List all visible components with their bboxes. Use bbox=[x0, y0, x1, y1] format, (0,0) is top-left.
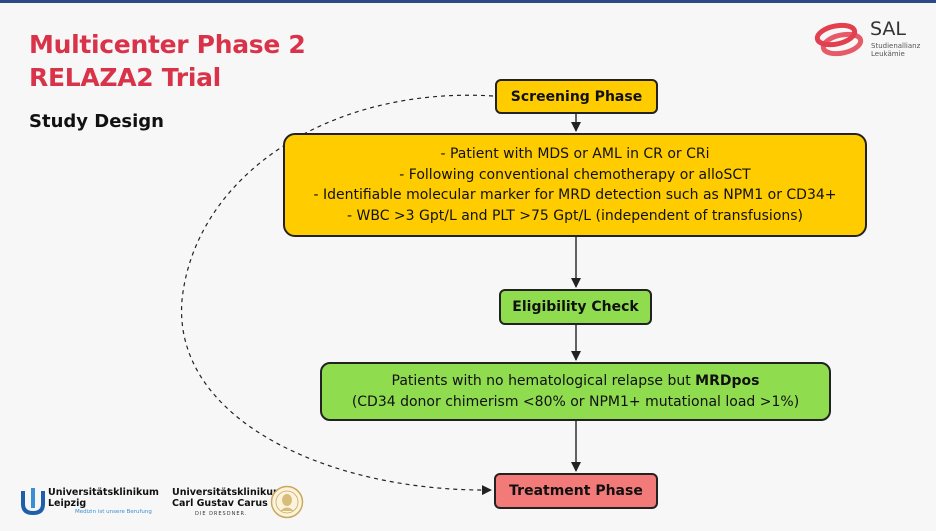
sal-wordmark: SAL bbox=[870, 18, 906, 40]
patients-criteria-box: Patients with no hematological relapse b… bbox=[320, 362, 831, 421]
sal-subtext: Studienallianz Leukämie bbox=[871, 42, 920, 58]
sal-sub-line-1: Studienallianz bbox=[871, 42, 921, 50]
treatment-phase-box: Treatment Phase bbox=[494, 473, 658, 509]
dresden-seal-icon bbox=[270, 485, 304, 519]
criteria-item: - WBC >3 Gpt/L and PLT >75 Gpt/L (indepe… bbox=[346, 207, 804, 224]
sal-logo: SAL Studienallianz Leukämie bbox=[812, 18, 927, 62]
criteria-item: - Patient with MDS or AML in CR or CRi bbox=[440, 146, 710, 162]
eligibility-check-box: Eligibility Check bbox=[499, 289, 652, 325]
leipzig-line-2: Leipzig bbox=[48, 498, 87, 509]
eligibility-check-label: Eligibility Check bbox=[512, 299, 639, 315]
title-line-1: Multicenter Phase 2 bbox=[29, 30, 306, 59]
inclusion-criteria-box: - Patient with MDS or AML in CR or CRi -… bbox=[283, 133, 867, 237]
section-subtitle: Study Design bbox=[29, 111, 164, 132]
patients-text: Patients with no hematological relapse b… bbox=[391, 372, 696, 389]
leipzig-logo: Universitätsklinikum Leipzig Medizin ist… bbox=[20, 484, 159, 520]
leipzig-line-1: Universitätsklinikum bbox=[48, 487, 159, 498]
dresden-logo: Universitätsklinikum Carl Gustav Carus D… bbox=[172, 485, 307, 521]
leipzig-tagline: Medizin ist unsere Berufung bbox=[75, 509, 152, 515]
title-line-2: RELAZA2 Trial bbox=[29, 63, 221, 92]
sal-sub-line-2: Leukämie bbox=[871, 50, 905, 58]
criteria-item: - Identifiable molecular marker for MRD … bbox=[313, 187, 837, 203]
screening-phase-box: Screening Phase bbox=[495, 79, 658, 114]
dresden-line-3: DIE DRESDNER. bbox=[195, 511, 248, 517]
screening-phase-label: Screening Phase bbox=[510, 88, 643, 105]
sal-swirl-icon bbox=[814, 22, 864, 57]
dresden-line-2: Carl Gustav Carus bbox=[172, 498, 268, 509]
top-accent-bar bbox=[0, 0, 936, 3]
mrdpos-label: MRDpos bbox=[695, 372, 760, 389]
patients-line-1: Patients with no hematological relapse b… bbox=[392, 371, 760, 392]
dashed-loop-arrow bbox=[181, 94, 494, 496]
criteria-item: - Following conventional chemotherapy or… bbox=[399, 166, 751, 183]
treatment-phase-label: Treatment Phase bbox=[509, 483, 643, 499]
patients-line-2: (CD34 donor chimerism <80% or NPM1+ muta… bbox=[351, 393, 800, 410]
page-title: Multicenter Phase 2 RELAZA2 Trial bbox=[29, 28, 306, 94]
leipzig-emblem-icon bbox=[21, 488, 45, 516]
dresden-line-1: Universitätsklinikum bbox=[172, 487, 283, 498]
